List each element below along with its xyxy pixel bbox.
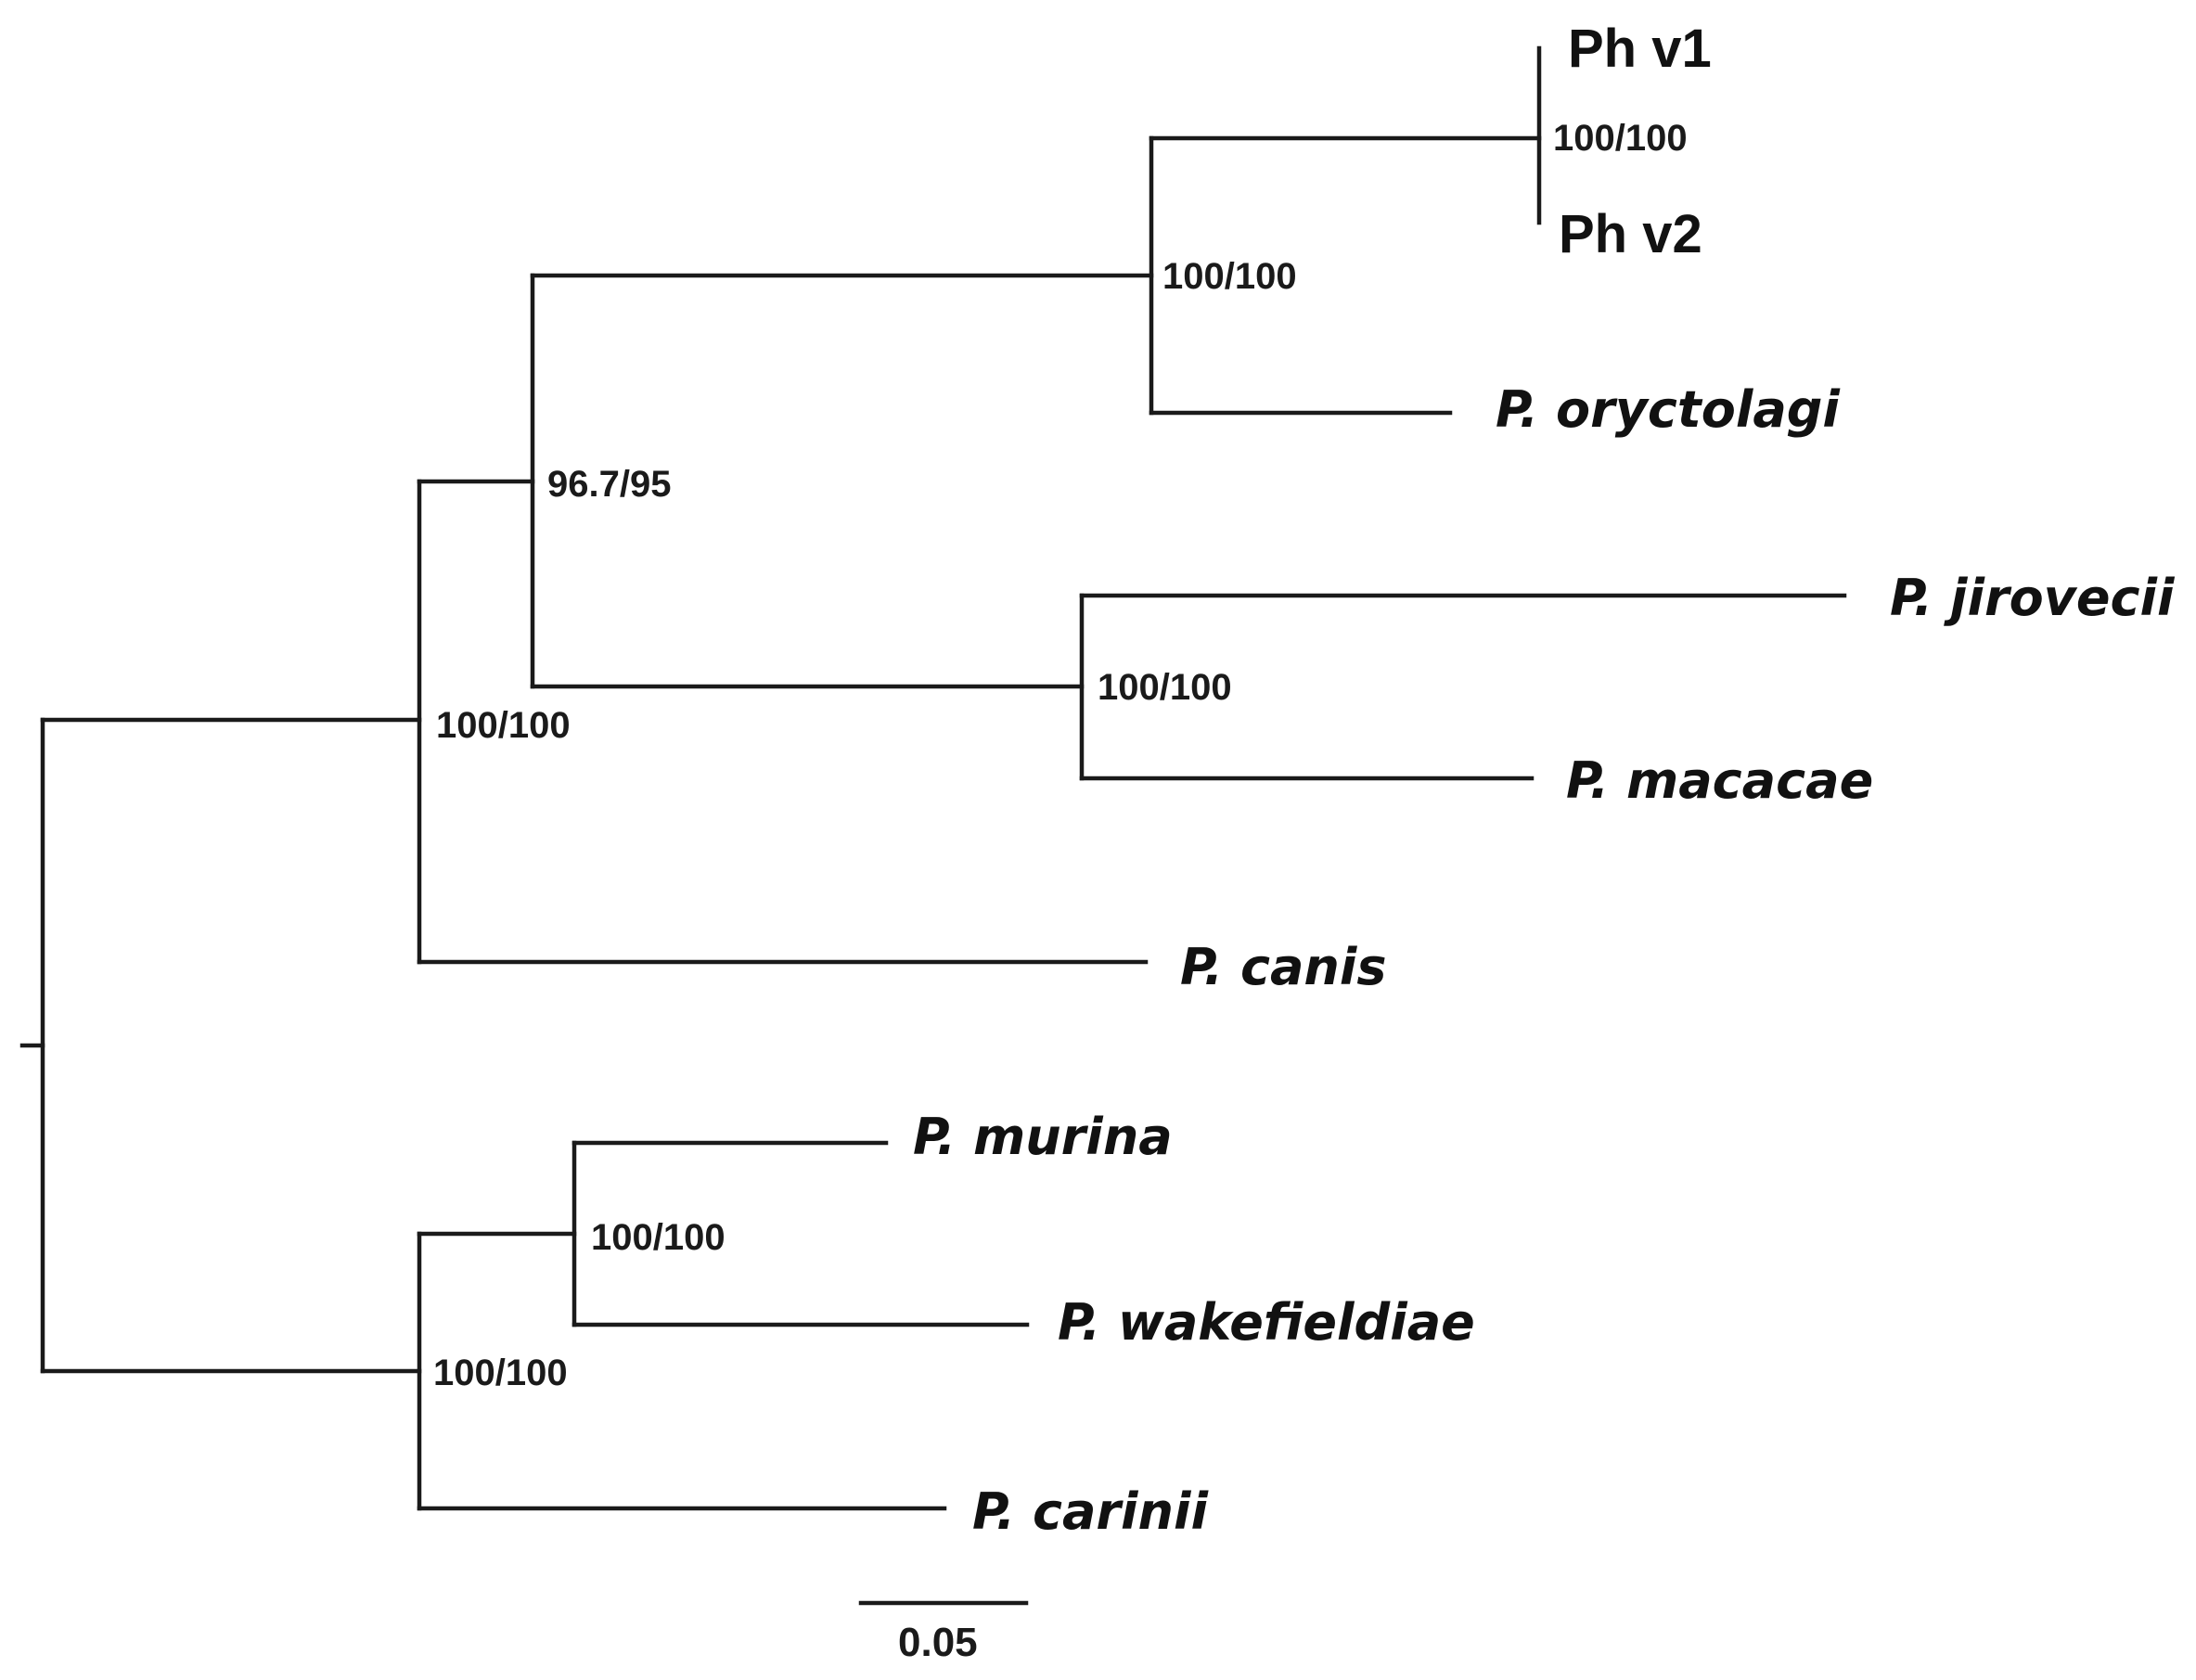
support-ph-clade: 100/100: [1553, 118, 1688, 159]
support-murina-wakefieldiae: 100/100: [591, 1217, 726, 1258]
taxon-p-wakefieldiae: P. wakefieldiae: [1058, 1293, 1475, 1352]
taxon-ph-v2: Ph v2: [1559, 204, 1702, 264]
support-values: 100/100 100/100 96.7/95 100/100 100/100 …: [433, 118, 1688, 1393]
taxon-p-canis: P. canis: [1180, 938, 1387, 996]
taxon-p-murina: P. murina: [913, 1108, 1173, 1166]
support-ph-oryctolagi: 100/100: [1162, 256, 1297, 297]
taxon-p-carinii: P. carinii: [972, 1482, 1210, 1541]
taxon-p-oryctolagi: P. oryctolagi: [1496, 380, 1841, 439]
taxon-ph-v1: Ph v1: [1568, 19, 1712, 79]
taxon-p-jirovecii: P. jirovecii: [1890, 569, 2176, 627]
scale-bar-label: 0.05: [898, 1620, 978, 1665]
taxon-p-macacae: P. macacae: [1566, 751, 1873, 810]
tree-branches: [19, 45, 1847, 1511]
support-primate-clade: 100/100: [1098, 667, 1232, 708]
support-rodent-clade: 100/100: [433, 1353, 568, 1393]
support-oryctolagi-primate: 96.7/95: [547, 464, 671, 505]
scale-bar: 0.05: [858, 1600, 1029, 1665]
support-canis-group: 100/100: [436, 705, 571, 746]
taxon-labels: Ph v1 Ph v2 P. oryctolagi P. jirovecii P…: [913, 19, 2176, 1541]
